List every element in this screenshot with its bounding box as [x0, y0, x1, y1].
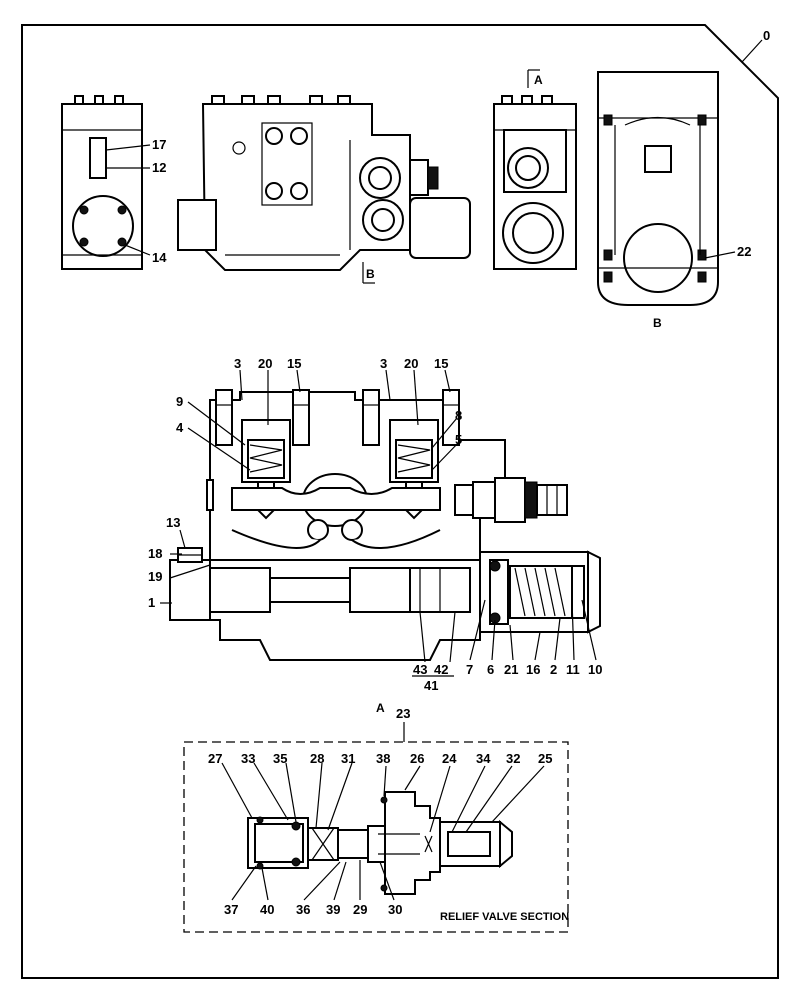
callout-15a: 15 [287, 356, 301, 371]
callout-41: 41 [424, 678, 438, 693]
callout-24: 24 [442, 751, 457, 766]
callout-28: 28 [310, 751, 324, 766]
callout-13: 13 [166, 515, 180, 530]
side-view-a [493, 95, 577, 270]
callout-43: 43 [413, 662, 427, 677]
callout-8: 8 [455, 408, 462, 423]
callout-39: 39 [326, 902, 340, 917]
callout-26: 26 [410, 751, 424, 766]
callout-6: 6 [487, 662, 494, 677]
callout-18: 18 [148, 546, 162, 561]
side-view-left [61, 95, 143, 270]
callout-35: 35 [273, 751, 287, 766]
callout-11: 11 [566, 662, 580, 677]
callout-34: 34 [476, 751, 491, 766]
callout-10: 10 [588, 662, 602, 677]
callout-17: 17 [152, 137, 166, 152]
callout-5: 5 [455, 432, 462, 447]
arrow-a-label: A [534, 73, 543, 87]
callout-3a: 3 [234, 356, 241, 371]
front-view [177, 95, 471, 271]
callout-33: 33 [241, 751, 255, 766]
main-section [169, 389, 601, 661]
callout-21: 21 [504, 662, 518, 677]
callout-38: 38 [376, 751, 390, 766]
callout-15b: 15 [434, 356, 448, 371]
callout-0: 0 [763, 28, 770, 43]
view-a-label: A [376, 701, 385, 715]
callout-9: 9 [176, 394, 183, 409]
callout-7: 7 [466, 662, 473, 677]
callout-36: 36 [296, 902, 310, 917]
callout-20b: 20 [404, 356, 418, 371]
callout-14: 14 [152, 250, 167, 265]
callout-4: 4 [176, 420, 184, 435]
callout-22: 22 [737, 244, 751, 259]
relief-valve-drawing [247, 791, 513, 895]
callout-27: 27 [208, 751, 222, 766]
view-b [597, 71, 719, 306]
callout-3b: 3 [380, 356, 387, 371]
callout-19: 19 [148, 569, 162, 584]
sheet-frame [21, 24, 779, 979]
view-b-label: B [653, 316, 662, 330]
callout-1: 1 [148, 595, 155, 610]
arrow-b-label: B [366, 267, 375, 281]
callout-40: 40 [260, 902, 274, 917]
callout-31: 31 [341, 751, 355, 766]
callout-30: 30 [388, 902, 402, 917]
callout-29: 29 [353, 902, 367, 917]
callout-16: 16 [526, 662, 540, 677]
callout-25: 25 [538, 751, 552, 766]
callout-42: 42 [434, 662, 448, 677]
relief-valve-frame [183, 741, 569, 933]
callout-37: 37 [224, 902, 238, 917]
callout-2: 2 [550, 662, 557, 677]
relief-valve-title: RELIEF VALVE SECTION [440, 911, 569, 923]
callout-20a: 20 [258, 356, 272, 371]
callout-32: 32 [506, 751, 520, 766]
callout-23: 23 [396, 706, 410, 721]
callout-12: 12 [152, 160, 166, 175]
